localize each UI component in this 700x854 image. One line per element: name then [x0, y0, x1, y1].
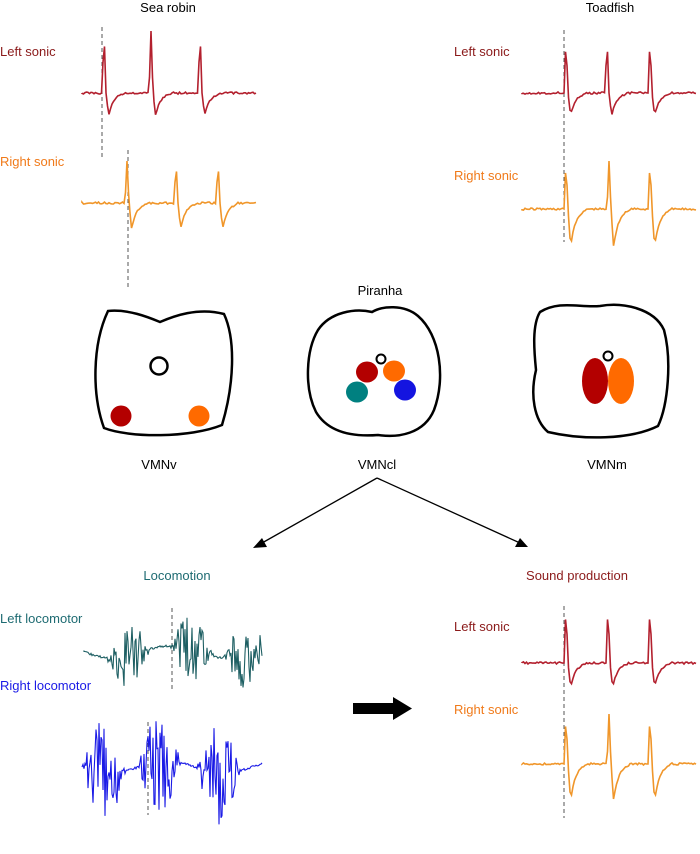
toadfish-nucleus-label: VMNm — [587, 457, 627, 472]
toadfish-right-sonic-trace — [521, 160, 697, 246]
toadfish-left-sonic-nucleus — [582, 358, 608, 404]
branch-arrow-right-icon — [376, 477, 528, 547]
locomotion-title: Locomotion — [143, 568, 210, 583]
piranha-title: Piranha — [358, 283, 404, 298]
left-locomotor-label: Left locomotor — [0, 611, 83, 626]
sound-left-sonic-label: Left sonic — [454, 619, 510, 634]
sea-robin-left-sonic-trace — [81, 30, 257, 115]
toadfish-right-sonic-nucleus — [608, 358, 634, 404]
toadfish-left-sonic-trace — [521, 51, 697, 115]
sound-right-sonic-trace — [521, 713, 697, 800]
sea-robin-right-sonic-trace — [81, 160, 257, 229]
sea-robin-central-canal — [149, 356, 169, 376]
sea-robin-left-sonic-nucleus — [110, 405, 132, 427]
piranha-left-locomotor-nucleus — [346, 381, 368, 403]
piranha-central-canal — [375, 353, 387, 365]
piranha-right-sonic-nucleus — [383, 360, 405, 382]
piranha-nucleus-label: VMNcl — [358, 457, 396, 472]
piranha-left-sonic-nucleus — [356, 361, 378, 383]
sea-robin-title: Sea robin — [140, 0, 196, 15]
sea-robin-right-sonic-label: Right sonic — [0, 154, 65, 169]
sea-robin-left-sonic-label: Left sonic — [0, 44, 56, 59]
branch-arrow-left-icon — [253, 477, 378, 548]
right-locomotor-trace — [81, 721, 263, 825]
transition-arrow-icon — [353, 697, 412, 720]
sea-robin-nucleus-label: VMNv — [141, 457, 177, 472]
sound-production-title: Sound production — [526, 568, 628, 583]
toadfish-right-sonic-label: Right sonic — [454, 168, 519, 183]
toadfish-left-sonic-label: Left sonic — [454, 44, 510, 59]
right-locomotor-label: Right locomotor — [0, 678, 92, 693]
toadfish-central-canal — [602, 350, 614, 362]
sound-left-sonic-trace — [521, 619, 697, 686]
toadfish-title: Toadfish — [586, 0, 634, 15]
left-locomotor-trace — [83, 617, 263, 688]
sound-right-sonic-label: Right sonic — [454, 702, 519, 717]
sea-robin-right-sonic-nucleus — [188, 405, 210, 427]
piranha-right-locomotor-nucleus — [394, 379, 416, 401]
